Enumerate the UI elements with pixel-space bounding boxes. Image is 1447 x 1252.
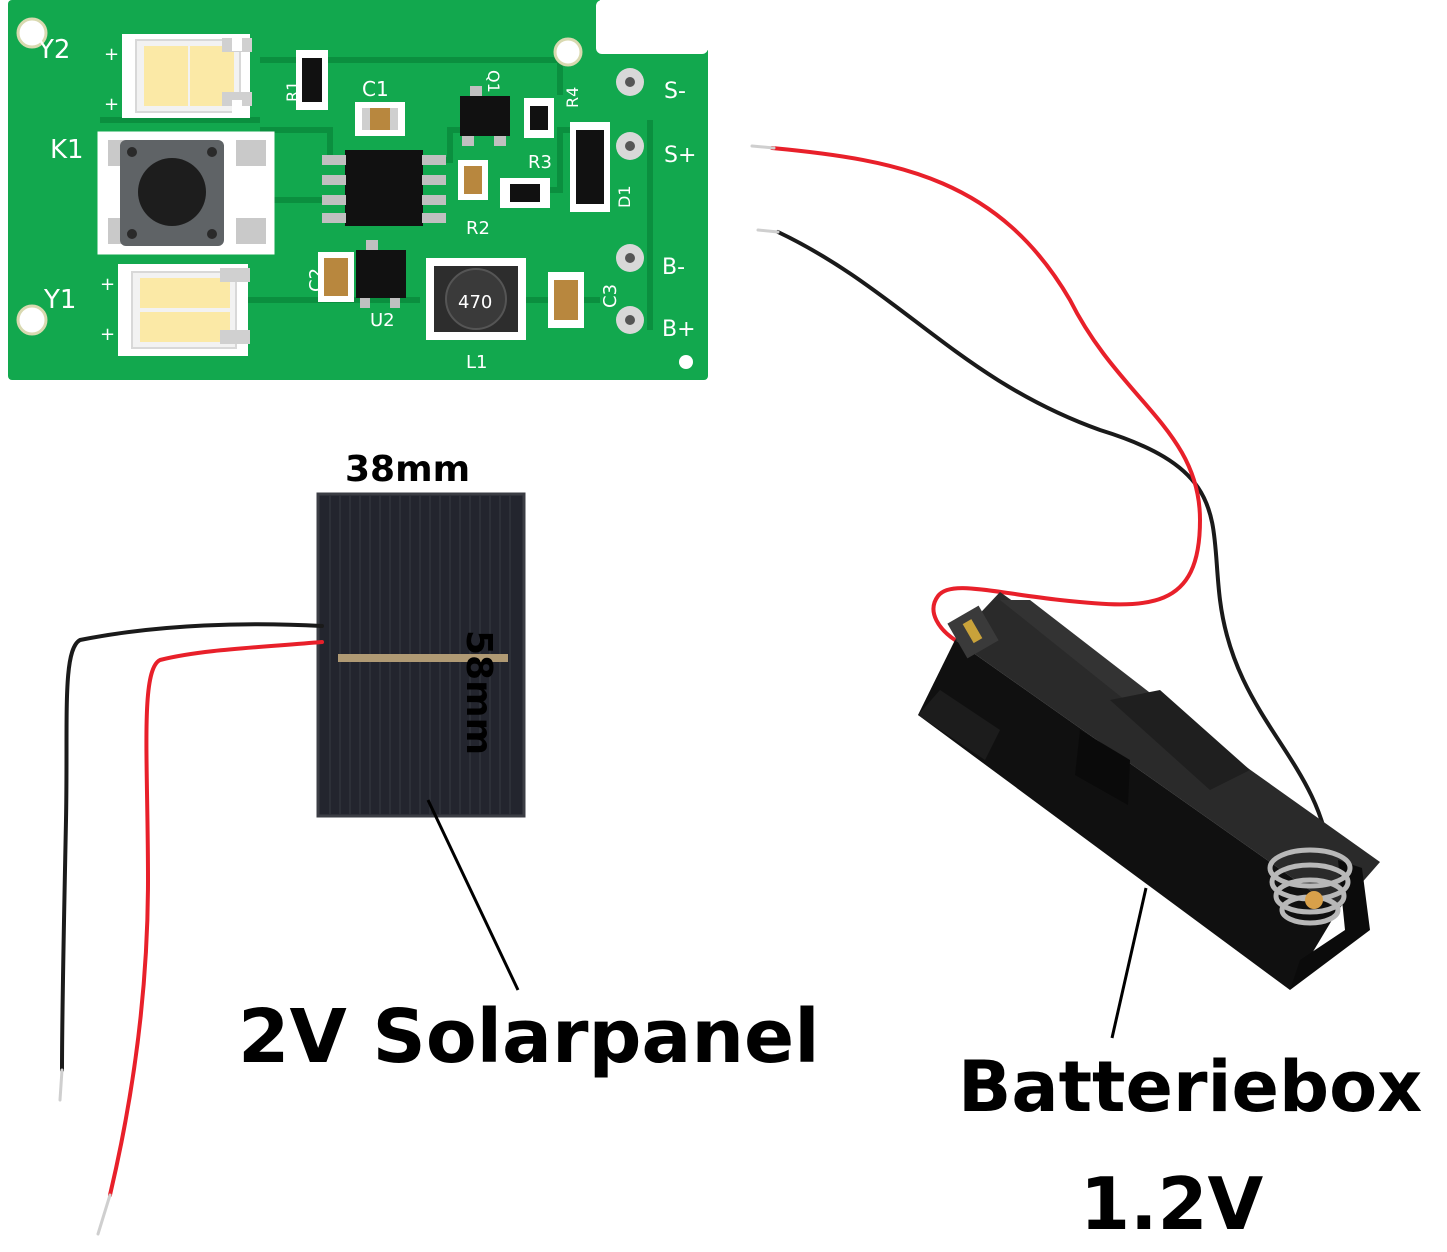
silk-r4: R4: [563, 87, 582, 108]
silk-y1: Y1: [43, 285, 76, 315]
pin-s-minus: S-: [664, 79, 686, 104]
silk-u2: U2: [370, 310, 395, 331]
pcb-board: 470 Y2 Y1 K1 C1 C2 C3 R1 R2 R3 R4 Q1 D1 …: [8, 0, 708, 380]
silk-l1: L1: [466, 352, 487, 373]
solar-wire-red: [108, 640, 324, 1197]
solar-wires: [58, 622, 324, 1236]
capacitor-c1: [355, 102, 405, 136]
diode-d1: [570, 122, 610, 212]
resistor-r4: [524, 98, 554, 138]
silk-d1: D1: [615, 186, 634, 209]
silk-c1: C1: [362, 77, 389, 101]
dimension-width: 38mm: [345, 449, 471, 490]
led-y2: [122, 34, 252, 118]
silk-c3: C3: [600, 284, 621, 308]
solar-wire-black: [60, 622, 324, 1072]
silk-plus: +: [104, 94, 119, 115]
silk-k1: K1: [50, 135, 84, 165]
push-button-k1: [97, 131, 275, 255]
solar-panel-label: 2V Solarpanel: [238, 994, 820, 1080]
silk-c2: C2: [306, 268, 327, 292]
pin-b-minus: B-: [662, 255, 685, 280]
battery-box-label: Batteriebox: [958, 1046, 1423, 1128]
pin-s-plus: S+: [664, 143, 696, 168]
silk-r2: R2: [466, 218, 490, 239]
solar-panel: [316, 492, 526, 818]
solder-pads: [616, 68, 644, 334]
led-y1: [118, 264, 250, 356]
resistor-r3: [500, 178, 550, 208]
silk-r3: R3: [528, 152, 552, 173]
silk-y2: Y2: [37, 35, 70, 65]
ic-chip: [322, 150, 446, 226]
silk-plus: +: [100, 274, 115, 295]
capacitor-c3: [548, 272, 584, 328]
mount-hole: [679, 355, 693, 369]
silk-plus: +: [104, 44, 119, 65]
dimension-height: 58mm: [458, 630, 499, 756]
battery-voltage-label: 1.2V: [1080, 1162, 1264, 1246]
mount-hole: [553, 37, 583, 67]
battery-wire-red: [770, 146, 1203, 642]
transistor-q1: [460, 86, 510, 146]
capacitor-c2: [318, 252, 354, 302]
battery-wires: [750, 144, 1332, 862]
mount-hole: [16, 17, 48, 49]
battery-wire-black: [776, 230, 1332, 862]
battery-pointer-line: [1110, 887, 1148, 1039]
silk-r1: R1: [283, 81, 302, 102]
inductor-code: 470: [458, 292, 492, 313]
inductor-l1: 470: [426, 258, 526, 340]
mount-hole: [16, 304, 48, 336]
silk-q1: Q1: [484, 70, 503, 93]
battery-holder: [918, 592, 1380, 990]
solar-pointer-line: [426, 799, 520, 991]
regulator-u2: [356, 240, 406, 308]
silk-plus: +: [100, 324, 115, 345]
solar-busbar: [338, 654, 508, 662]
resistor-r2: [458, 160, 488, 200]
pin-b-plus: B+: [662, 317, 696, 342]
resistor-r1: [296, 50, 328, 110]
